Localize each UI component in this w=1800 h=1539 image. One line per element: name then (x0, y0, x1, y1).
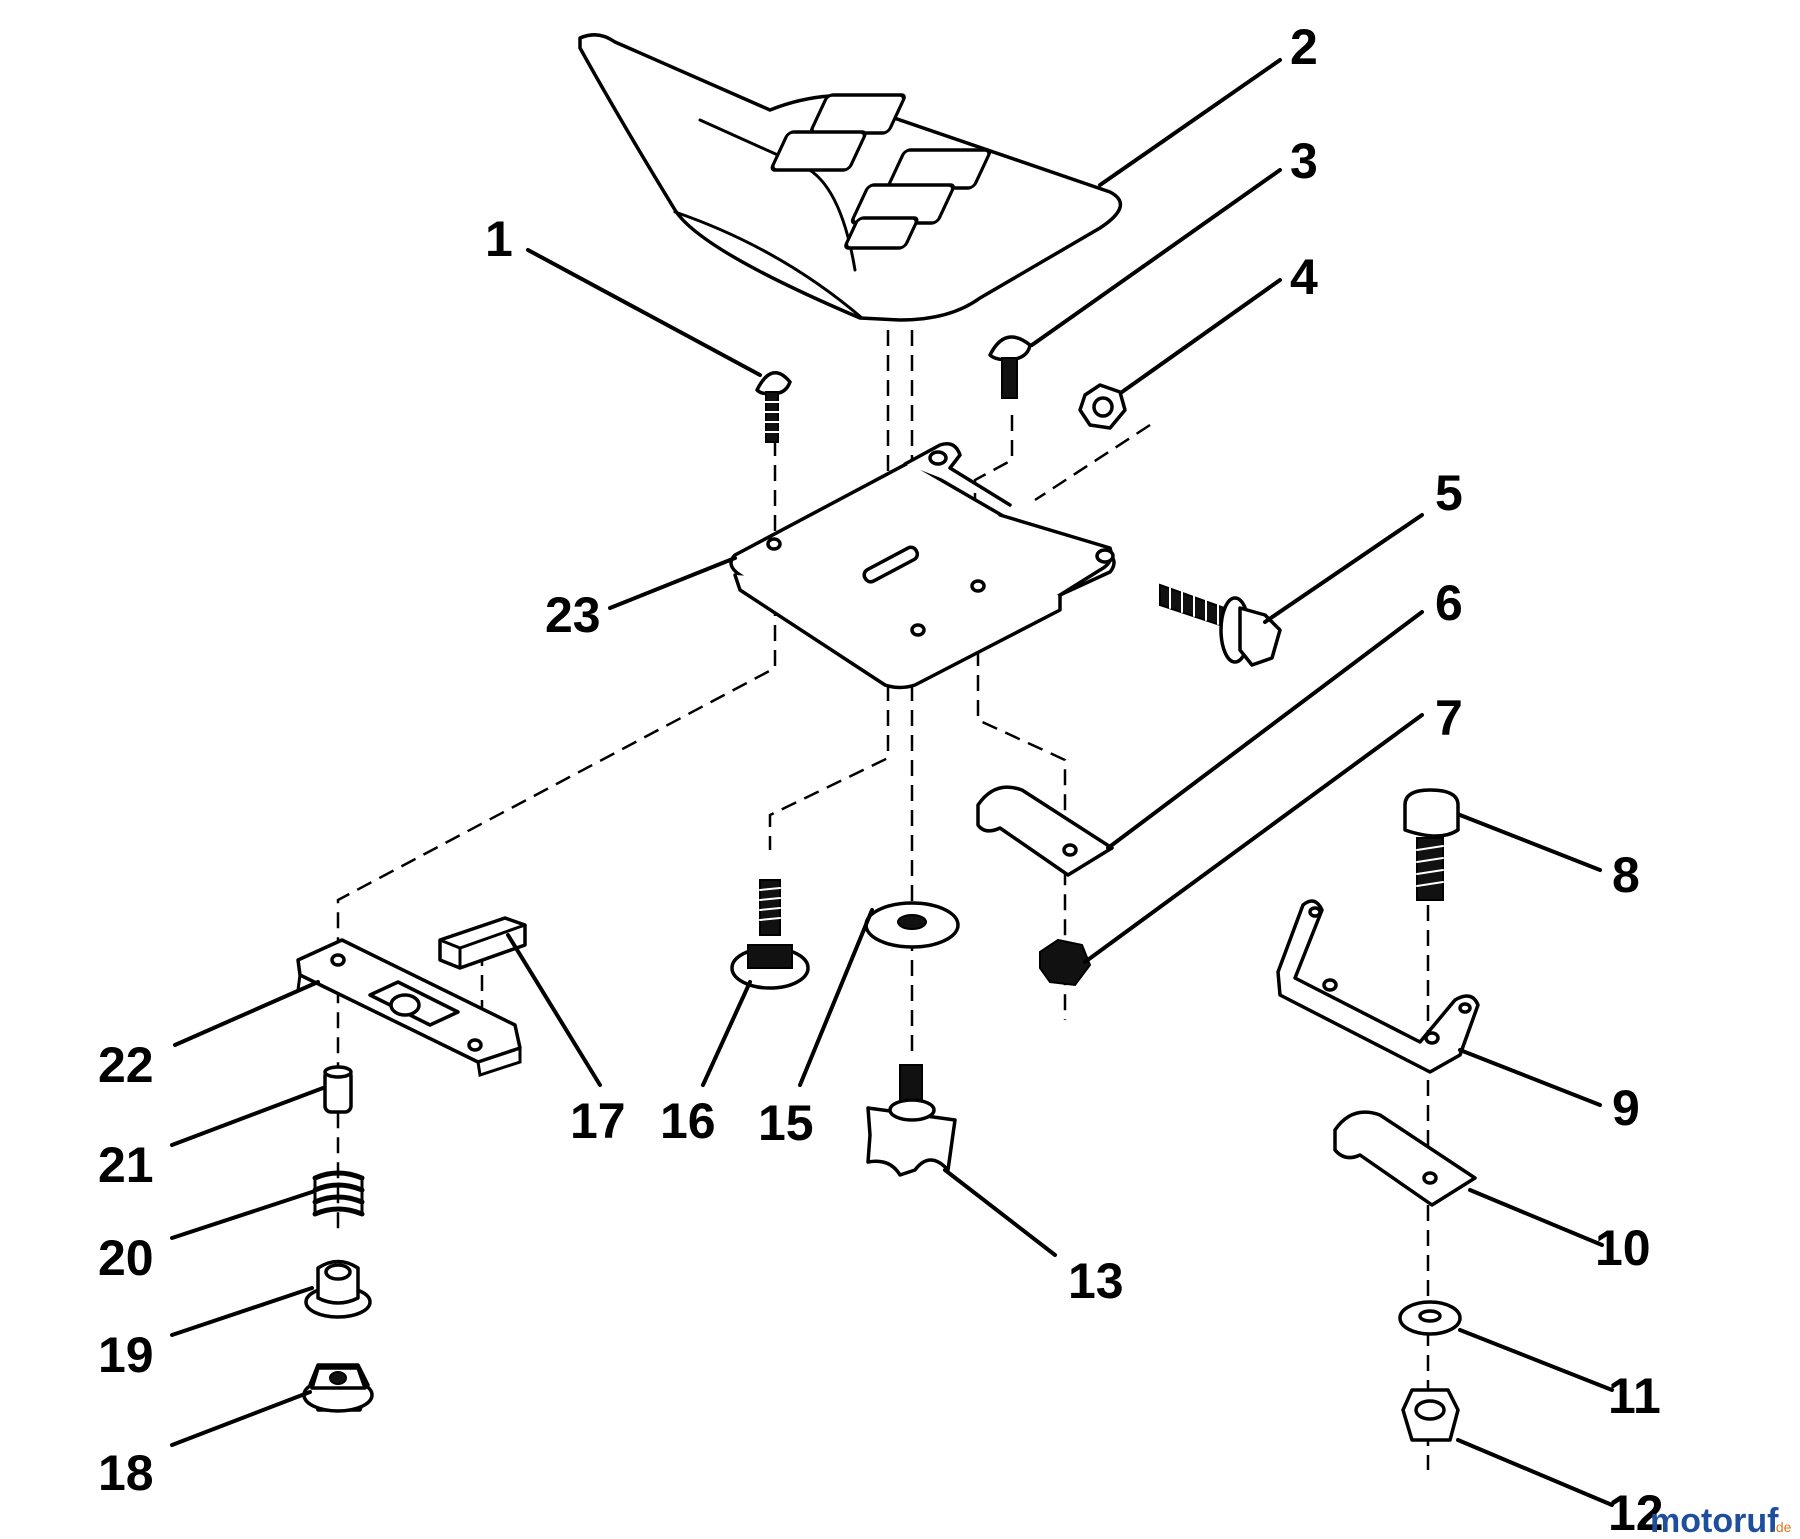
callout-6: 6 (1435, 575, 1463, 631)
callout-23: 23 (545, 587, 601, 643)
callout-12: 12 (1608, 1485, 1664, 1539)
watermark-suffix: .de (1772, 1519, 1792, 1535)
part-flange-bushing (304, 1259, 372, 1319)
callout-21: 21 (98, 1137, 154, 1193)
part-bracket (1276, 899, 1480, 1074)
part-washer-15 (864, 901, 960, 949)
callout-11: 11 (1608, 1368, 1661, 1424)
part-flange-bolt (1159, 583, 1282, 667)
callout-20: 20 (98, 1230, 154, 1286)
part-hex-nut (1078, 383, 1127, 430)
part-round-head-screw (988, 335, 1032, 399)
part-flange-nut (302, 1363, 374, 1413)
assembly-dashed-lines (336, 330, 1430, 1470)
watermark-brand: motoruf (1650, 1502, 1779, 1539)
part-spring (312, 1170, 365, 1217)
part-seat-pan (729, 442, 1116, 690)
part-washer-11 (1398, 1300, 1462, 1336)
callout-numbers: 1 2 3 4 5 6 7 8 9 10 11 12 13 15 16 17 1… (98, 19, 1664, 1539)
callout-15: 15 (758, 1095, 814, 1151)
part-carriage-bolt (755, 371, 792, 443)
part-nylon-lock-nut (1401, 1388, 1460, 1442)
part-block (438, 916, 527, 970)
callout-13: 13 (1068, 1253, 1124, 1309)
callout-1: 1 (485, 211, 513, 267)
callout-17: 17 (570, 1093, 626, 1149)
part-hex-bolt (1403, 788, 1460, 901)
part-seat (578, 33, 1123, 322)
part-shoulder-bolt (730, 879, 810, 990)
callout-5: 5 (1435, 465, 1463, 521)
part-clip-6 (976, 785, 1114, 877)
callout-7: 7 (1435, 690, 1463, 746)
watermark-logo: motoruf .de (1650, 1502, 1792, 1539)
callout-2: 2 (1290, 19, 1318, 75)
callout-22: 22 (98, 1037, 154, 1093)
callout-3: 3 (1290, 133, 1318, 189)
callout-8: 8 (1612, 847, 1640, 903)
part-lock-nut-7 (1039, 938, 1092, 987)
part-clip-10 (1333, 1110, 1477, 1207)
callout-9: 9 (1612, 1080, 1640, 1136)
leader-lines (170, 58, 1614, 1507)
part-pin (323, 1065, 353, 1114)
part-knob (866, 1064, 957, 1177)
callout-19: 19 (98, 1327, 154, 1383)
part-slide-plate (296, 938, 522, 1077)
callout-18: 18 (98, 1445, 154, 1501)
callout-16: 16 (660, 1093, 716, 1149)
callout-4: 4 (1290, 249, 1318, 305)
callout-10: 10 (1595, 1220, 1651, 1276)
